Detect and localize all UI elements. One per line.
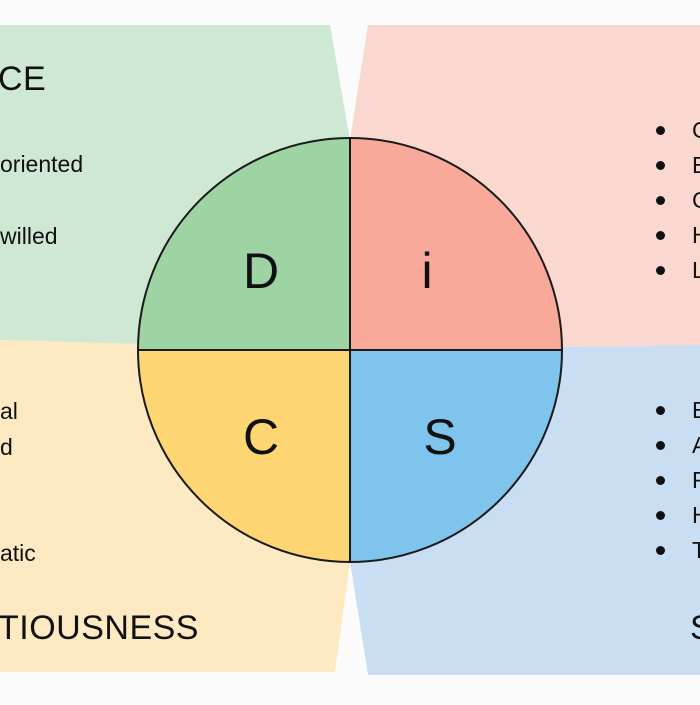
s-letter: S [423,409,457,465]
c-quadrant [138,350,350,562]
influence-item: E [692,152,700,178]
influence-item: C [692,187,700,214]
conscientiousness-item: al [0,398,18,424]
bullet-icon [656,441,665,450]
dominance-title: CE [0,60,47,98]
i-quadrant [350,138,562,350]
c-letter: C [242,409,280,465]
steadiness-item: F [692,467,700,493]
bullet-icon [656,266,665,275]
influence-item: H [692,222,700,249]
bullet-icon [656,511,665,520]
steadiness-item: A [692,432,700,458]
conscientiousness-item: atic [0,540,36,566]
steadiness-item: H [692,502,700,529]
dominance-item: oriented [0,151,84,177]
d-letter: D [242,243,280,299]
d-quadrant [138,138,350,350]
conscientiousness-item: d [0,434,13,460]
s-quadrant [350,350,562,562]
bullet-icon [656,196,665,205]
i-letter: i [421,243,433,299]
steadiness-title: S [690,609,700,648]
steadiness-item: E [692,397,700,423]
influence-item: L [692,257,700,283]
conscientiousness-title: TIOUSNESS [0,609,199,647]
bullet-icon [656,231,665,240]
bullet-icon [656,476,665,485]
influence-item: C [692,117,700,144]
bullet-icon [656,406,665,415]
bullet-icon [656,161,665,170]
bullet-icon [656,546,665,555]
dominance-item: willed [0,223,58,249]
steadiness-item: T [692,537,700,563]
bullet-icon [656,126,665,135]
